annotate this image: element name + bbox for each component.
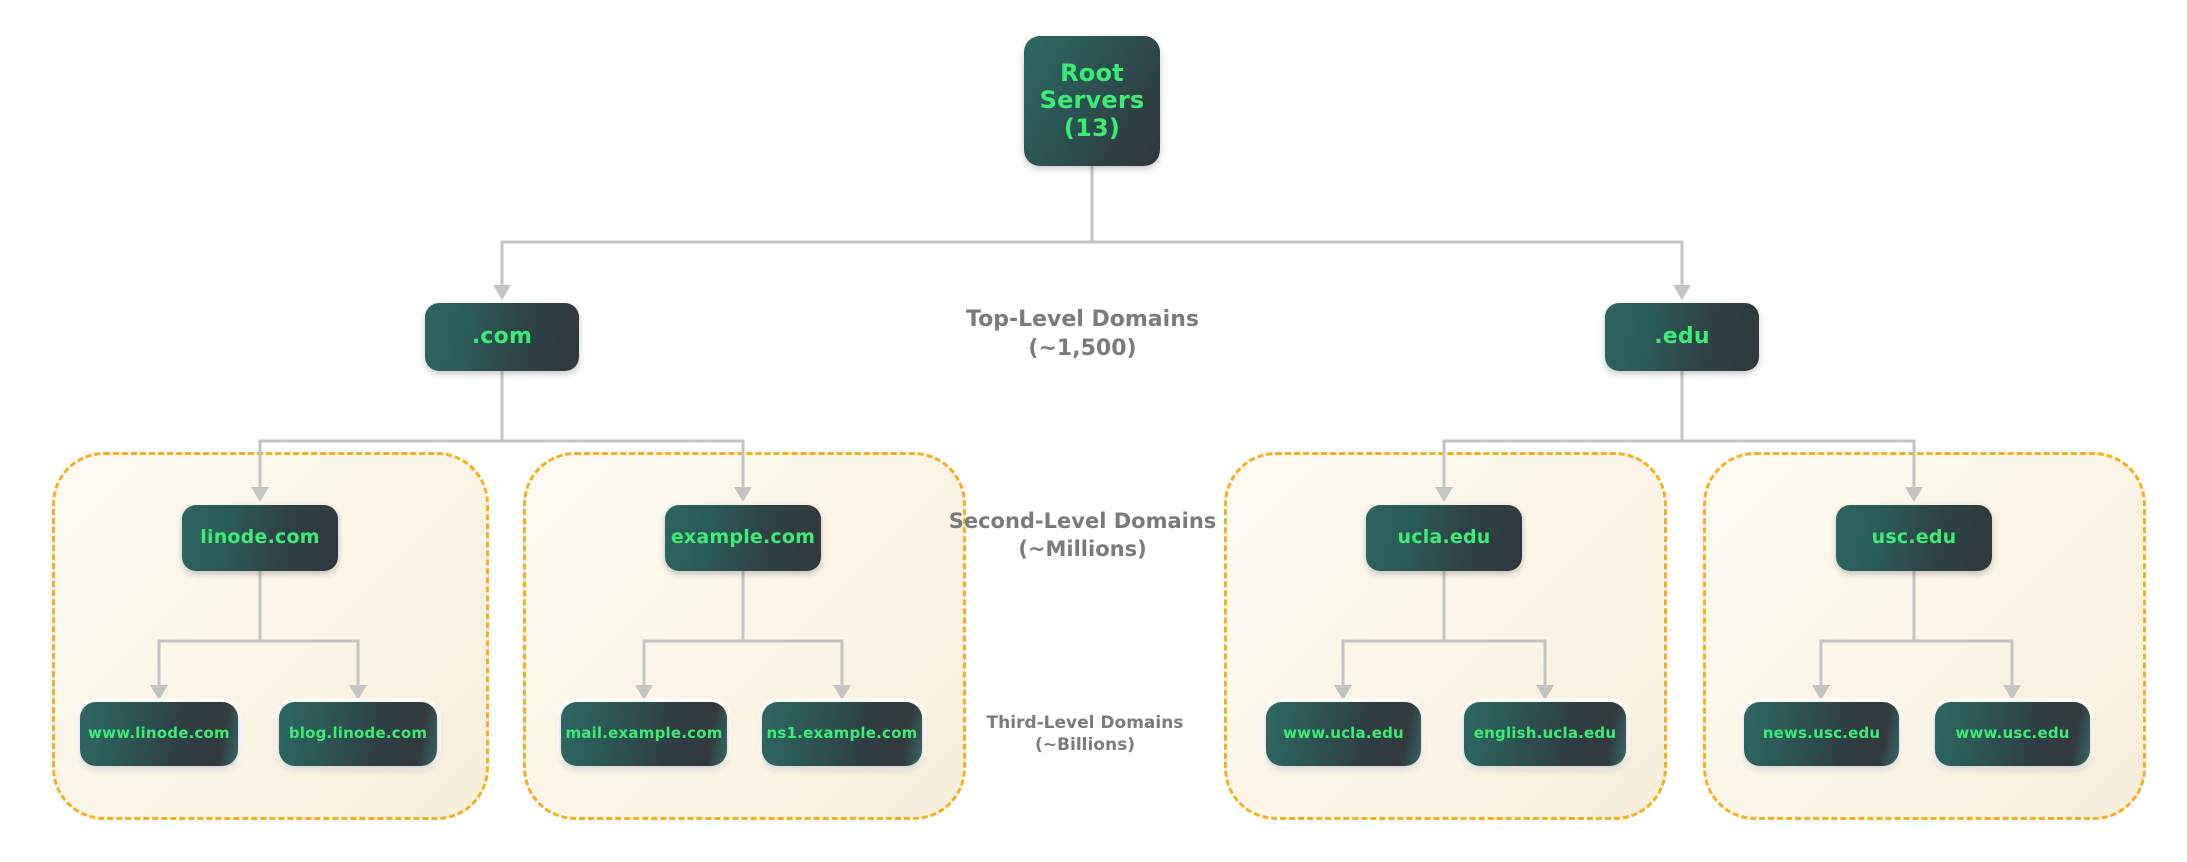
node-blog-linode-com[interactable]: blog.linode.com [279, 702, 437, 766]
node-mail-example-com-label: mail.example.com [565, 724, 723, 743]
edge-root-to-com-arrowhead [493, 285, 511, 300]
node-www-usc-edu[interactable]: www.usc.edu [1935, 702, 2090, 766]
node-www-linode-com-label: www.linode.com [88, 724, 230, 743]
node-sld-ucla-edu-label: ucla.edu [1397, 526, 1491, 549]
edge-root-to-edu [1090, 166, 1691, 300]
node-www-usc-edu-label: www.usc.edu [1955, 724, 2070, 743]
node-sld-linode-com-label: linode.com [200, 526, 320, 549]
node-www-ucla-edu-label: www.ucla.edu [1283, 724, 1404, 743]
tld-tier-caption: Top-Level Domains (~1,500) [966, 307, 1199, 362]
node-english-ucla-edu[interactable]: english.ucla.edu [1464, 702, 1626, 766]
edge-root-to-edu-arrowhead [1673, 285, 1691, 300]
node-sld-example-com-label: example.com [670, 526, 816, 549]
node-tld-edu[interactable]: .edu [1605, 303, 1759, 371]
node-sld-example-com[interactable]: example.com [665, 505, 821, 571]
node-news-usc-edu[interactable]: news.usc.edu [1744, 702, 1899, 766]
node-blog-linode-com-label: blog.linode.com [288, 724, 428, 743]
node-root-servers[interactable]: Root Servers (13) [1024, 36, 1160, 166]
node-tld-com-label: .com [471, 324, 533, 350]
node-www-ucla-edu[interactable]: www.ucla.edu [1266, 702, 1421, 766]
edge-root-to-com [493, 166, 1094, 300]
node-ns1-example-com-label: ns1.example.com [766, 724, 918, 743]
node-www-linode-com[interactable]: www.linode.com [80, 702, 238, 766]
second-tier-caption: Second-Level Domains (~Millions) [948, 509, 1217, 561]
node-root-servers-label: Root Servers (13) [1039, 58, 1145, 142]
node-mail-example-com[interactable]: mail.example.com [561, 702, 727, 766]
node-tld-com[interactable]: .com [425, 303, 579, 371]
node-sld-linode-com[interactable]: linode.com [182, 505, 338, 571]
node-tld-edu-label: .edu [1654, 324, 1710, 350]
node-news-usc-edu-label: news.usc.edu [1762, 724, 1881, 743]
node-sld-usc-edu[interactable]: usc.edu [1836, 505, 1992, 571]
node-ns1-example-com[interactable]: ns1.example.com [762, 702, 922, 766]
third-tier-caption: Third-Level Domains (~Billions) [986, 713, 1184, 756]
node-sld-ucla-edu[interactable]: ucla.edu [1366, 505, 1522, 571]
node-english-ucla-edu-label: english.ucla.edu [1473, 724, 1617, 743]
node-sld-usc-edu-label: usc.edu [1871, 526, 1957, 549]
